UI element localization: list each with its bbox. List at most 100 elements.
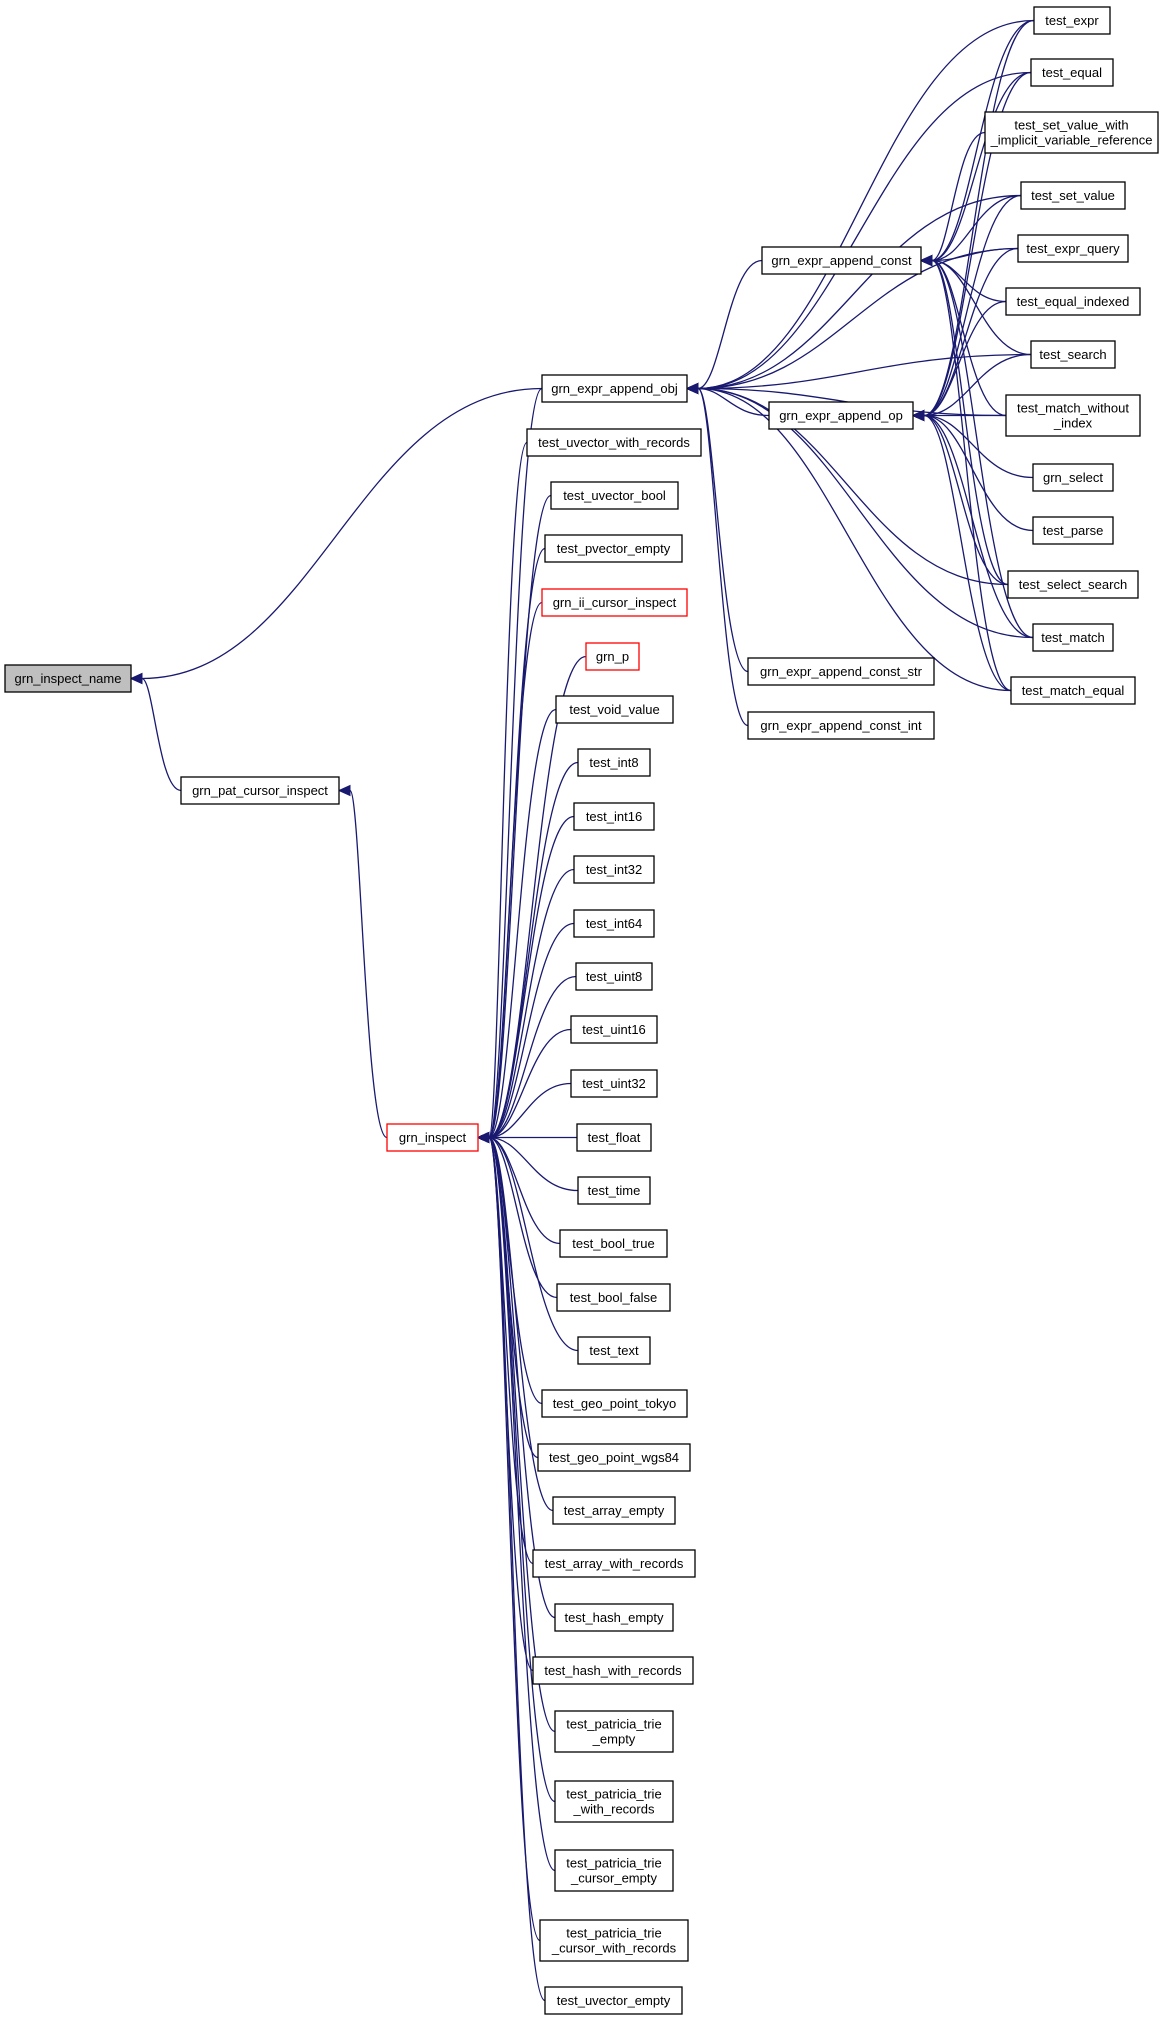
node-test-equal[interactable]: test_equal	[1030, 58, 1114, 87]
node-box[interactable]	[576, 1123, 652, 1152]
node-box[interactable]	[550, 481, 679, 510]
node-grn-inspect[interactable]: grn_inspect	[386, 1123, 479, 1152]
node-box[interactable]	[573, 802, 655, 831]
node-test-uvector-bool[interactable]: test_uvector_bool	[550, 481, 679, 510]
node-box[interactable]	[1017, 234, 1129, 263]
node-test-expr[interactable]: test_expr	[1033, 6, 1111, 35]
node-test-geo-point-tokyo[interactable]: test_geo_point_tokyo	[541, 1389, 688, 1418]
node-box[interactable]	[1032, 623, 1114, 652]
node-box[interactable]	[532, 1549, 696, 1578]
node-box[interactable]	[554, 1780, 674, 1823]
node-test-array-with-records[interactable]: test_array_with_records	[532, 1549, 696, 1578]
node-test-void-value[interactable]: test_void_value	[555, 695, 674, 724]
node-box[interactable]	[747, 711, 935, 740]
node-test-expr-query[interactable]: test_expr_query	[1017, 234, 1129, 263]
node-test-pvector-empty[interactable]: test_pvector_empty	[544, 534, 683, 563]
node-box[interactable]	[1033, 6, 1111, 35]
node-box[interactable]	[554, 1603, 674, 1632]
node-box[interactable]	[552, 1496, 676, 1525]
node-test-int32[interactable]: test_int32	[573, 855, 655, 884]
node-test-uint8[interactable]: test_uint8	[575, 962, 653, 991]
node-test-set-value[interactable]: test_set_value	[1020, 181, 1126, 210]
node-box[interactable]	[544, 1986, 683, 2015]
node-test-bool-true[interactable]: test_bool_true	[559, 1229, 668, 1258]
node-grn-expr-append-obj[interactable]: grn_expr_append_obj	[541, 374, 688, 403]
node-grn-expr-append-const[interactable]: grn_expr_append_const	[761, 246, 922, 275]
node-test-bool-false[interactable]: test_bool_false	[556, 1283, 671, 1312]
node-box[interactable]	[541, 374, 688, 403]
node-grn-ii-cursor-inspect[interactable]: grn_ii_cursor_inspect	[541, 588, 688, 617]
node-test-patricia-trie-empty[interactable]: test_patricia_trie_empty	[554, 1710, 674, 1753]
node-box[interactable]	[1010, 676, 1136, 705]
node-test-hash-with-records[interactable]: test_hash_with_records	[532, 1656, 694, 1685]
node-test-set-value-with-implicit-variable-reference[interactable]: test_set_value_with_implicit_variable_re…	[984, 111, 1159, 154]
node-box[interactable]	[1030, 58, 1114, 87]
node-box[interactable]	[544, 534, 683, 563]
node-box[interactable]	[554, 1710, 674, 1753]
node-test-parse[interactable]: test_parse	[1032, 516, 1114, 545]
node-box[interactable]	[537, 1443, 691, 1472]
node-test-int16[interactable]: test_int16	[573, 802, 655, 831]
node-box[interactable]	[570, 1015, 658, 1044]
node-test-uvector-with-records[interactable]: test_uvector_with_records	[526, 428, 702, 457]
node-box[interactable]	[577, 1336, 651, 1365]
node-test-uint16[interactable]: test_uint16	[570, 1015, 658, 1044]
node-box[interactable]	[554, 1849, 674, 1892]
node-test-match[interactable]: test_match	[1032, 623, 1114, 652]
node-box[interactable]	[541, 1389, 688, 1418]
node-box[interactable]	[1020, 181, 1126, 210]
node-test-match-without-index[interactable]: test_match_without_index	[1005, 394, 1141, 437]
node-test-float[interactable]: test_float	[576, 1123, 652, 1152]
node-grn-expr-append-op[interactable]: grn_expr_append_op	[768, 401, 914, 430]
node-box[interactable]	[573, 855, 655, 884]
node-box[interactable]	[1032, 516, 1114, 545]
node-test-geo-point-wgs84[interactable]: test_geo_point_wgs84	[537, 1443, 691, 1472]
node-box[interactable]	[585, 642, 640, 671]
node-box[interactable]	[575, 962, 653, 991]
node-box[interactable]	[559, 1229, 668, 1258]
node-box[interactable]	[984, 111, 1159, 154]
node-box[interactable]	[768, 401, 914, 430]
node-grn-p[interactable]: grn_p	[585, 642, 640, 671]
node-box[interactable]	[573, 909, 655, 938]
node-box[interactable]	[556, 1283, 671, 1312]
node-test-match-equal[interactable]: test_match_equal	[1010, 676, 1136, 705]
node-test-int64[interactable]: test_int64	[573, 909, 655, 938]
node-test-equal-indexed[interactable]: test_equal_indexed	[1005, 287, 1141, 316]
node-test-text[interactable]: test_text	[577, 1336, 651, 1365]
node-grn-expr-append-const-int[interactable]: grn_expr_append_const_int	[747, 711, 935, 740]
node-box[interactable]	[1005, 287, 1141, 316]
node-box[interactable]	[541, 588, 688, 617]
node-box[interactable]	[4, 664, 132, 693]
node-grn-select[interactable]: grn_select	[1032, 463, 1114, 492]
node-box[interactable]	[570, 1069, 658, 1098]
node-test-int8[interactable]: test_int8	[577, 748, 651, 777]
node-box[interactable]	[1032, 463, 1114, 492]
node-test-time[interactable]: test_time	[577, 1176, 651, 1205]
node-test-array-empty[interactable]: test_array_empty	[552, 1496, 676, 1525]
node-box[interactable]	[761, 246, 922, 275]
node-test-uint32[interactable]: test_uint32	[570, 1069, 658, 1098]
node-test-uvector-empty[interactable]: test_uvector_empty	[544, 1986, 683, 2015]
node-test-patricia-trie-cursor-empty[interactable]: test_patricia_trie_cursor_empty	[554, 1849, 674, 1892]
node-test-select-search[interactable]: test_select_search	[1007, 570, 1139, 599]
node-box[interactable]	[1007, 570, 1139, 599]
node-grn-pat-cursor-inspect[interactable]: grn_pat_cursor_inspect	[180, 776, 340, 805]
node-test-patricia-trie-with-records[interactable]: test_patricia_trie_with_records	[554, 1780, 674, 1823]
node-box[interactable]	[180, 776, 340, 805]
node-box[interactable]	[577, 748, 651, 777]
node-box[interactable]	[532, 1656, 694, 1685]
node-box[interactable]	[1005, 394, 1141, 437]
node-box[interactable]	[386, 1123, 479, 1152]
node-test-search[interactable]: test_search	[1030, 340, 1116, 369]
node-box[interactable]	[526, 428, 702, 457]
node-grn-inspect-name[interactable]: grn_inspect_name	[4, 664, 132, 693]
node-box[interactable]	[555, 695, 674, 724]
node-test-patricia-trie-cursor-with-records[interactable]: test_patricia_trie_cursor_with_records	[539, 1919, 689, 1962]
node-box[interactable]	[747, 657, 935, 686]
node-test-hash-empty[interactable]: test_hash_empty	[554, 1603, 674, 1632]
node-box[interactable]	[1030, 340, 1116, 369]
node-box[interactable]	[577, 1176, 651, 1205]
node-grn-expr-append-const-str[interactable]: grn_expr_append_const_str	[747, 657, 935, 686]
node-box[interactable]	[539, 1919, 689, 1962]
